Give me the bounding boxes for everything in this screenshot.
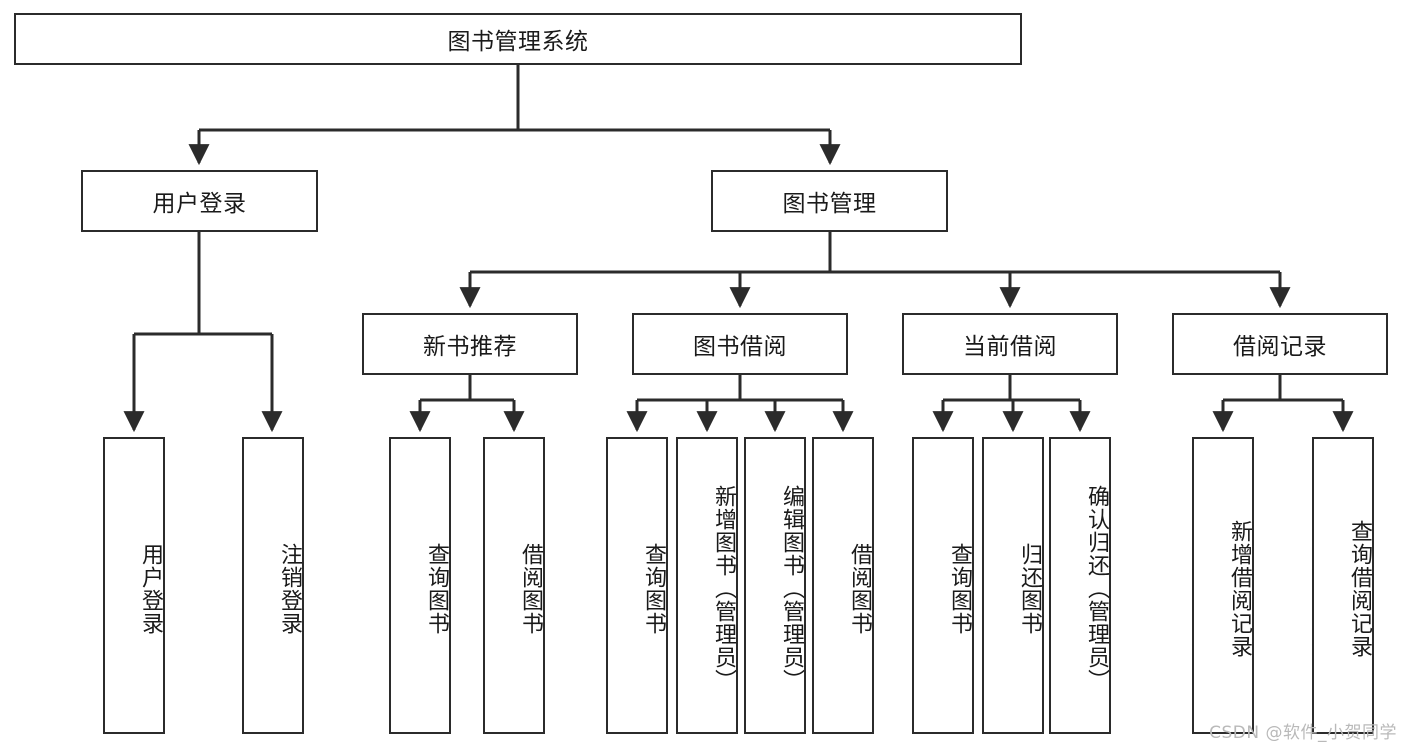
node-book-manage[interactable]: 图书管理 <box>711 170 948 232</box>
leaf-query-book-2-label: 查询图书 <box>641 542 666 635</box>
node-root-label: 图书管理系统 <box>447 29 589 55</box>
leaf-query-book-2[interactable]: 查询图书 <box>606 437 668 734</box>
leaf-user-login[interactable]: 用户登录 <box>103 437 165 734</box>
node-book-borrow[interactable]: 图书借阅 <box>632 313 848 375</box>
node-new-book-rec[interactable]: 新书推荐 <box>362 313 578 375</box>
leaf-add-record[interactable]: 新增借阅记录 <box>1192 437 1254 734</box>
leaf-query-book-1-label: 查询图书 <box>424 542 449 635</box>
leaf-confirm-return[interactable]: 确认归还（管理员） <box>1049 437 1111 734</box>
leaf-query-book-3-label: 查询图书 <box>947 542 972 635</box>
csdn-watermark: CSDN @软件_小贺同学 <box>1209 723 1397 743</box>
leaf-query-book-1[interactable]: 查询图书 <box>389 437 451 734</box>
leaf-add-book-label: 新增图书（管理员） <box>711 485 736 692</box>
leaf-return-book-label: 归还图书 <box>1017 542 1042 635</box>
leaf-logout-login-label: 注销登录 <box>277 542 302 635</box>
leaf-edit-book-label: 编辑图书（管理员） <box>779 485 804 692</box>
leaf-borrow-book-2-label: 借阅图书 <box>847 542 872 635</box>
leaf-query-record-label: 查询借阅记录 <box>1347 519 1372 658</box>
leaf-add-record-label: 新增借阅记录 <box>1227 519 1252 658</box>
node-new-book-rec-label: 新书推荐 <box>423 334 517 360</box>
node-root[interactable]: 图书管理系统 <box>14 13 1022 65</box>
leaf-borrow-book-2[interactable]: 借阅图书 <box>812 437 874 734</box>
node-user-login-label: 用户登录 <box>152 191 247 217</box>
node-borrow-record[interactable]: 借阅记录 <box>1172 313 1388 375</box>
leaf-logout-login[interactable]: 注销登录 <box>242 437 304 734</box>
leaf-return-book[interactable]: 归还图书 <box>982 437 1044 734</box>
node-current-borrow-label: 当前借阅 <box>963 334 1057 360</box>
leaf-query-book-3[interactable]: 查询图书 <box>912 437 974 734</box>
node-user-login[interactable]: 用户登录 <box>81 170 318 232</box>
node-borrow-record-label: 借阅记录 <box>1233 334 1327 360</box>
leaf-confirm-return-label: 确认归还（管理员） <box>1084 485 1109 692</box>
leaf-user-login-label: 用户登录 <box>138 542 163 635</box>
leaf-borrow-book-1[interactable]: 借阅图书 <box>483 437 545 734</box>
node-book-manage-label: 图书管理 <box>782 191 877 217</box>
leaf-edit-book[interactable]: 编辑图书（管理员） <box>744 437 806 734</box>
leaf-query-record[interactable]: 查询借阅记录 <box>1312 437 1374 734</box>
node-book-borrow-label: 图书借阅 <box>693 334 787 360</box>
node-current-borrow[interactable]: 当前借阅 <box>902 313 1118 375</box>
leaf-add-book[interactable]: 新增图书（管理员） <box>676 437 738 734</box>
leaf-borrow-book-1-label: 借阅图书 <box>518 542 543 635</box>
